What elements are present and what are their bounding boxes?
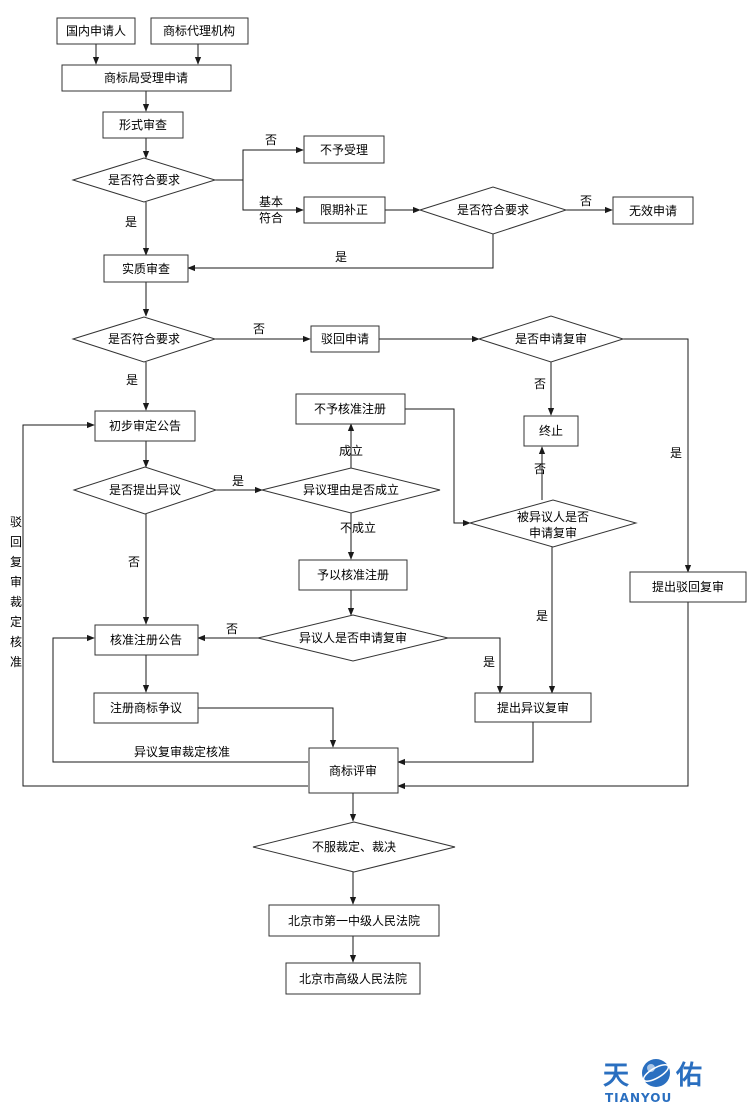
decision-meets-req-3: 是否符合要求 [71,316,217,363]
connectors [22,44,692,963]
svg-text:异议理由是否成立: 异议理由是否成立 [303,482,399,497]
decision-meets-req-2: 是否符合要求 [418,186,568,235]
node-prelim-announcement: 初步审定公告 [94,410,196,442]
label-yes: 是 [335,250,347,264]
label-no: 否 [534,377,546,391]
edge-labels: 否 基本 符合 是 否 是 否 是 否 是 成立 是 否 不成立 否 是 否 是… [10,133,682,759]
svg-text:不予受理: 不予受理 [320,143,368,157]
node-trademark-agency: 商标代理机构 [150,17,249,45]
label-no: 否 [534,462,546,476]
svg-text:限期补正: 限期补正 [320,203,368,217]
node-beijing-first-court: 北京市第一中级人民法院 [268,904,440,937]
node-opposition-review: 提出异议复审 [474,692,592,723]
logo-char-left: 天 [603,1061,629,1091]
label-opposition-ruling-approve: 异议复审裁定核准 [134,744,230,759]
label-yes: 是 [125,215,137,229]
svg-text:申请复审: 申请复审 [529,525,577,540]
label-yes: 是 [232,474,244,488]
label-rejection-review-ruling-approve: 驳回复审裁定核准 [10,515,22,669]
decision-meets-req-1: 是否符合要求 [71,157,217,203]
svg-text:是否提出异议: 是否提出异议 [109,482,181,497]
decision-opposition-grounds: 异议理由是否成立 [261,467,441,514]
node-not-accepted: 不予受理 [303,135,385,164]
svg-text:北京市第一中级人民法院: 北京市第一中级人民法院 [288,913,420,928]
svg-text:终止: 终止 [539,423,563,438]
svg-text:商标评审: 商标评审 [329,763,377,778]
svg-text:商标局受理申请: 商标局受理申请 [104,70,188,85]
node-formal-exam: 形式审查 [102,111,184,139]
label-yes: 是 [126,373,138,387]
node-domestic-applicant: 国内申请人 [56,17,136,45]
node-invalid-application: 无效申请 [612,196,694,225]
node-deadline-correction: 限期补正 [303,196,386,224]
svg-text:无效申请: 无效申请 [629,203,677,218]
node-tm-review-board: 商标评审 [308,747,399,794]
svg-text:注册商标争议: 注册商标争议 [110,700,182,715]
node-rejection: 驳回申请 [310,325,380,353]
logo-char-right: 佑 [675,1061,702,1091]
svg-text:是否符合要求: 是否符合要求 [457,202,529,217]
globe-icon [642,1059,670,1087]
label-not-established: 不成立 [340,520,376,535]
svg-text:予以核准注册: 予以核准注册 [317,567,389,582]
svg-text:不予核准注册: 不予核准注册 [314,401,386,416]
svg-text:驳回申请: 驳回申请 [321,332,369,346]
label-no: 否 [580,194,592,208]
node-rejection-review: 提出驳回复审 [629,571,747,603]
decision-opposition: 是否提出异议 [72,466,218,515]
label-yes: 是 [483,655,495,669]
label-no: 否 [253,322,265,336]
svg-text:是否申请复审: 是否申请复审 [515,331,587,346]
decision-apply-review: 是否申请复审 [477,315,625,363]
svg-text:北京市高级人民法院: 北京市高级人民法院 [299,971,407,986]
svg-text:初步审定公告: 初步审定公告 [109,418,181,433]
label-no: 否 [128,555,140,569]
svg-text:是否符合要求: 是否符合要求 [108,172,180,187]
logo-wordmark: TIANYOU [605,1091,672,1105]
label-no: 否 [265,133,277,147]
label-basic: 基本 [259,195,283,209]
svg-text:是否符合要求: 是否符合要求 [108,331,180,346]
tianyou-logo: 天 佑 TIANYOU [603,1059,702,1105]
decision-opponent-review: 异议人是否申请复审 [257,614,449,662]
node-tmo-acceptance: 商标局受理申请 [61,64,232,92]
label-yes: 是 [536,609,548,623]
node-not-approved-reg: 不予核准注册 [295,393,406,425]
svg-text:不服裁定、裁决: 不服裁定、裁决 [312,839,396,854]
node-approve-reg: 予以核准注册 [298,559,408,591]
svg-text:商标代理机构: 商标代理机构 [163,23,235,38]
label-yes: 是 [670,446,682,460]
svg-text:提出异议复审: 提出异议复审 [497,700,569,715]
svg-text:形式审查: 形式审查 [119,117,167,132]
decision-opposed-party-review: 被异议人是否 申请复审 [468,499,638,548]
svg-text:国内申请人: 国内申请人 [66,24,126,38]
label-meets: 符合 [259,210,283,225]
svg-text:实质审查: 实质审查 [122,261,170,276]
node-reg-dispute: 注册商标争议 [93,692,199,724]
node-beijing-high-court: 北京市高级人民法院 [285,962,421,995]
node-substantive-exam: 实质审查 [103,254,189,283]
node-terminate: 终止 [523,415,579,447]
node-approval-announcement: 核准注册公告 [94,624,199,656]
svg-text:提出驳回复审: 提出驳回复审 [652,579,724,594]
svg-text:被异议人是否: 被异议人是否 [517,510,589,524]
label-no: 否 [226,622,238,636]
svg-text:核准注册公告: 核准注册公告 [110,632,182,647]
decision-disagree-ruling: 不服裁定、裁决 [252,821,456,873]
label-established: 成立 [339,443,363,458]
svg-text:异议人是否申请复审: 异议人是否申请复审 [299,630,407,645]
